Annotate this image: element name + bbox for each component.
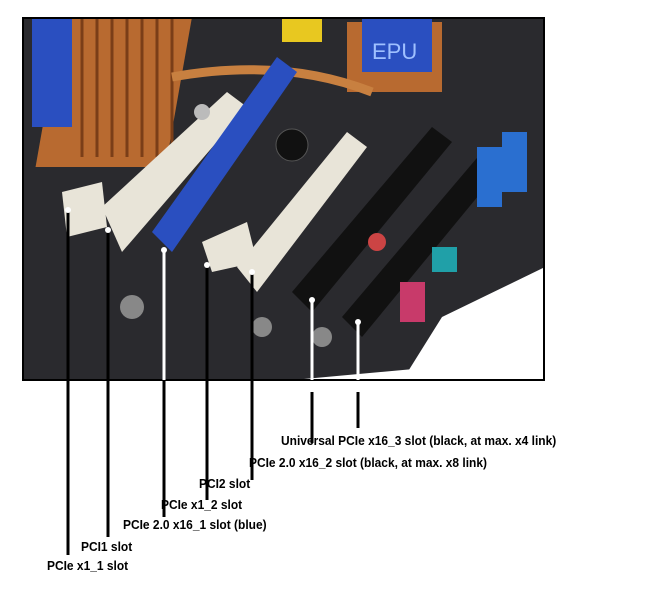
motherboard-photo: EPU [22, 17, 545, 381]
svg-text:EPU: EPU [372, 39, 417, 64]
pcie-x16-1-slot [152, 57, 297, 252]
label-pcie-x1-2: PCIe x1_2 slot [161, 497, 243, 512]
label-pcie-x1-1: PCIe x1_1 slot [47, 558, 129, 573]
label-pcie-x16-3: Universal PCIe x16_3 slot (black, at max… [281, 433, 557, 448]
heatsink: EPU [32, 17, 442, 167]
label-pcie-x16-1: PCIe 2.0 x16_1 slot (blue) [123, 517, 267, 532]
pci1-slot [102, 92, 247, 252]
label-pci2: PCI2 slot [199, 476, 251, 491]
label-pcie-x16-2: PCIe 2.0 x16_2 slot (black, at max. x8 l… [249, 455, 487, 470]
pci2-slot [237, 132, 367, 292]
label-pci1: PCI1 slot [81, 539, 133, 554]
pcie-x16-2-slot [292, 127, 452, 312]
pcie-x16-3-slot [342, 152, 502, 337]
pcie-x1-1-slot [62, 182, 107, 237]
